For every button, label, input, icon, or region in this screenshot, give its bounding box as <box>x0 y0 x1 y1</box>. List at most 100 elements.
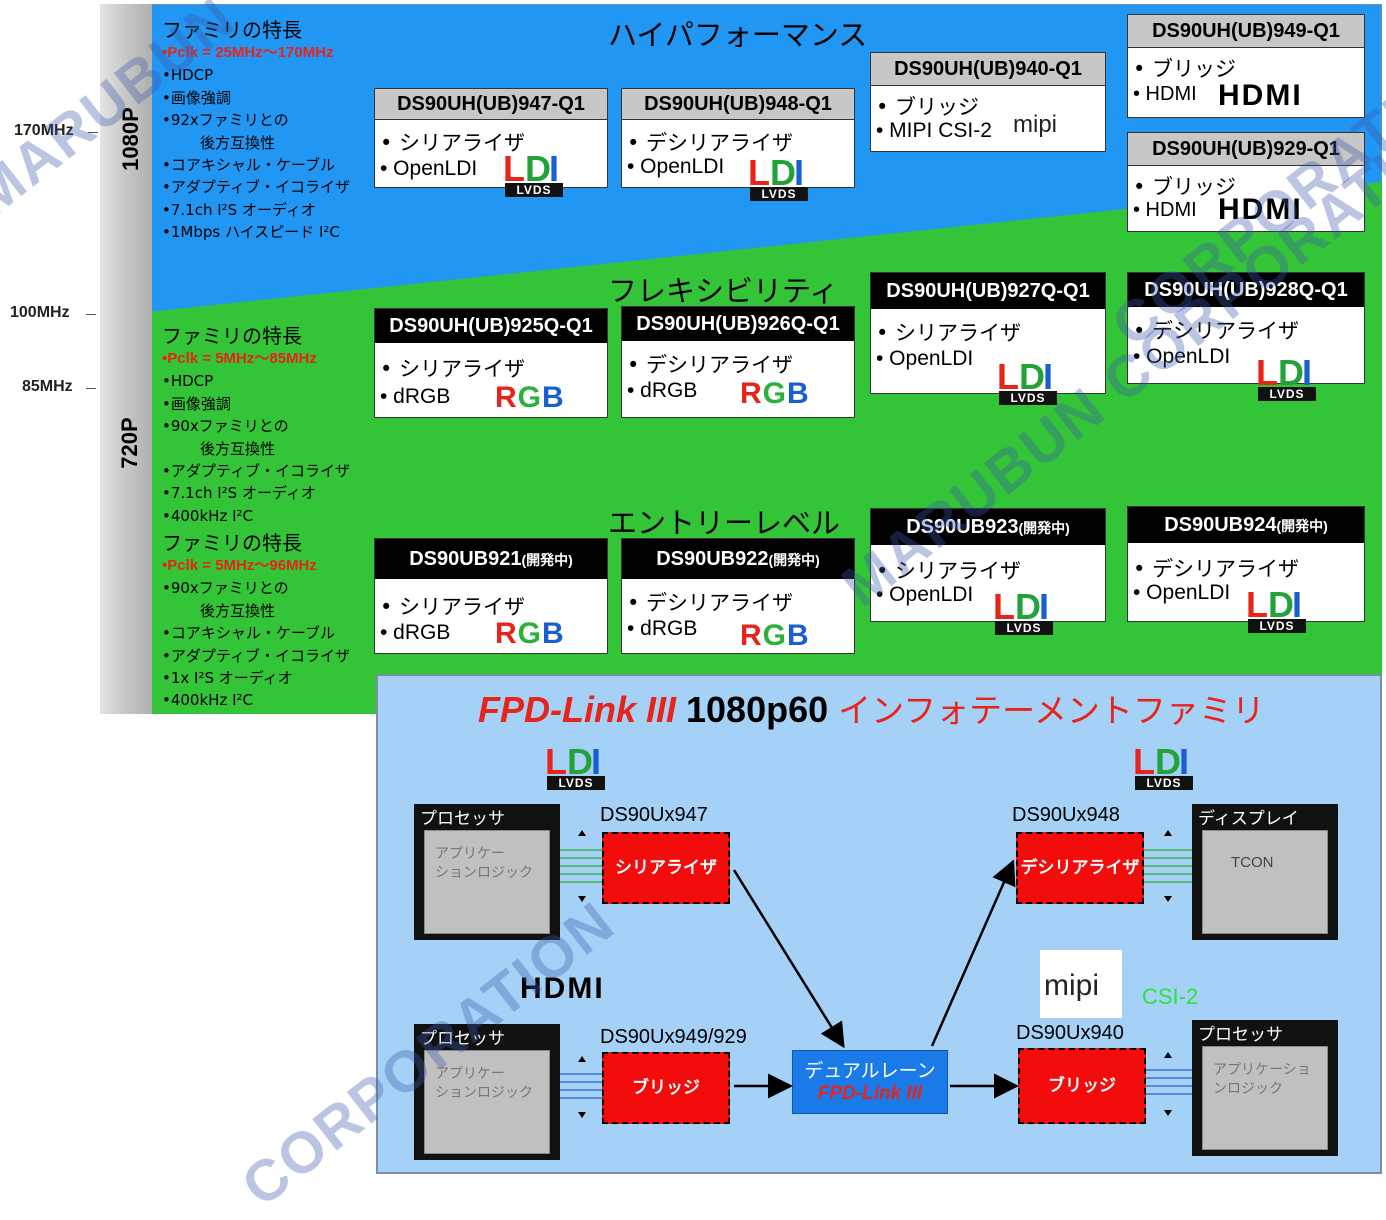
feature-item: 後方互換性 <box>200 601 276 620</box>
tier-high-performance: ハイパフォーマンス <box>608 18 868 52</box>
tcon-block: TCON <box>1202 830 1328 934</box>
feature-item: •コアキシャル・ケーブル <box>162 624 335 643</box>
feature-item: •画像強調 <box>162 88 231 107</box>
card-949[interactable]: DS90UH(UB)949-Q1 • ブリッジ • HDMI HDMI <box>1127 14 1365 118</box>
card-title: DS90UH(UB)940-Q1 <box>871 53 1105 86</box>
bridge-block-mipi: ブリッジ <box>1018 1048 1146 1124</box>
features-1080-pclk: •Pclk = 25MHz～170MHz <box>162 44 334 61</box>
hdmi-logo: HDMI <box>520 972 605 1005</box>
rgb-logo: RGB <box>740 377 810 410</box>
card-row-serializer: • シリアライザ <box>380 595 526 619</box>
mipi-logo: mipi <box>1013 111 1058 138</box>
features-720a-heading: ファミリの特長 <box>162 324 302 348</box>
freq-85-label: 85MHz <box>22 378 73 395</box>
card-row-deserializer: • デシリアライザ <box>627 591 794 615</box>
processor-chip-2: プロセッサ アプリケー ションロジック <box>414 1024 560 1160</box>
card-title: DS90UH(UB)925Q-Q1 <box>375 309 607 343</box>
feature-item: •画像強調 <box>162 394 231 413</box>
display-chip: ディスプレイ TCON <box>1192 804 1338 940</box>
panel-title: FPD-Link III 1080p60 インフォテーメントファミリ <box>478 689 1265 730</box>
feature-item: •90xファミリとの <box>162 579 289 598</box>
feature-item: •アダプティブ・イコライザ <box>162 646 350 665</box>
card-940[interactable]: DS90UH(UB)940-Q1 • ブリッジ • MIPI CSI-2 mip… <box>870 52 1106 152</box>
card-row-openldi: • OpenLDI <box>876 347 974 370</box>
card-921[interactable]: DS90UB921(開発中) • シリアライザ • dRGB RGB <box>374 538 608 654</box>
card-922[interactable]: DS90UB922(開発中) • デシリアライザ • dRGB RGB <box>621 538 855 654</box>
feature-item: •アダプティブ・イコライザ <box>162 462 350 481</box>
card-title: DS90UH(UB)948-Q1 <box>622 89 854 120</box>
serializer-block: シリアライザ <box>602 832 730 904</box>
card-row-deserializer: • デシリアライザ <box>627 131 794 155</box>
processor-app-logic: アプリケー ションロジック <box>424 1050 550 1154</box>
freq-100-label: 100MHz <box>10 304 70 321</box>
processor-app-logic: アプリケー ションロジック <box>424 830 550 934</box>
bridge-block-hdmi: ブリッジ <box>602 1052 730 1124</box>
feature-item: •7.1ch I²S オーディオ <box>162 200 316 219</box>
card-row-drgb: • dRGB <box>380 385 451 408</box>
card-row-drgb: • dRGB <box>380 621 451 644</box>
part-940-label: DS90Ux940 <box>1016 1022 1124 1044</box>
freq-170-tick <box>88 132 98 133</box>
rgb-logo: RGB <box>495 381 565 414</box>
feature-item: •92xファミリとの <box>162 111 289 130</box>
part-949-label: DS90Ux949/929 <box>600 1026 747 1048</box>
deserializer-block: デシリアライザ <box>1016 832 1144 904</box>
card-title: DS90UH(UB)926Q-Q1 <box>622 307 854 341</box>
tier-entry-level: エントリーレベル <box>608 506 841 540</box>
card-row-deserializer: • デシリアライザ <box>1133 557 1300 581</box>
card-row-drgb: • dRGB <box>627 617 698 640</box>
feature-item: •400kHz I²C <box>162 506 253 525</box>
card-row-openldi: • OpenLDI <box>380 157 478 180</box>
card-row-bridge: • ブリッジ <box>1133 57 1237 81</box>
card-row-hdmi: • HDMI <box>1133 199 1197 221</box>
processor-chip-3: プロセッサ アプリケーショ ンロジック <box>1192 1020 1338 1156</box>
card-title: DS90UH(UB)927Q-Q1 <box>871 273 1105 309</box>
feature-item: •アダプティブ・イコライザ <box>162 178 350 197</box>
hdmi-logo: HDMI <box>1218 193 1303 226</box>
rgb-logo: RGB <box>740 619 810 652</box>
card-row-serializer: • シリアライザ <box>380 357 526 381</box>
feature-item: •7.1ch I²S オーディオ <box>162 484 316 503</box>
card-title: DS90UB922(開発中) <box>622 539 854 579</box>
mipi-logo: mipi <box>1040 950 1122 1018</box>
card-row-bridge: • ブリッジ <box>876 95 980 119</box>
card-row-serializer: • シリアライザ <box>876 321 1022 345</box>
part-947-label: DS90Ux947 <box>600 804 708 826</box>
feature-item: 後方互換性 <box>200 439 276 458</box>
card-row-openldi: • OpenLDI <box>876 583 974 606</box>
features-1080-heading: ファミリの特長 <box>162 18 302 42</box>
card-title: DS90UB923(開発中) <box>871 509 1105 545</box>
feature-item: •90xファミリとの <box>162 417 289 436</box>
card-row-openldi: • OpenLDI <box>1133 581 1231 604</box>
card-title: DS90UH(UB)928Q-Q1 <box>1128 273 1364 307</box>
card-929[interactable]: DS90UH(UB)929-Q1 • ブリッジ • HDMI HDMI <box>1127 132 1365 232</box>
card-row-drgb: • dRGB <box>627 379 698 402</box>
card-row-serializer: • シリアライザ <box>876 559 1022 583</box>
card-row-openldi: • OpenLDI <box>627 155 725 178</box>
hdmi-logo: HDMI <box>1218 79 1303 112</box>
feature-item: •HDCP <box>162 372 214 391</box>
feature-item: 後方互換性 <box>200 133 276 152</box>
features-720b-pclk: •Pclk = 5MHz～96MHz <box>162 557 317 574</box>
dual-lane-link: デュアルレーン FPD-Link III <box>792 1050 948 1114</box>
card-title: DS90UB921(開発中) <box>375 539 607 579</box>
part-948-label: DS90Ux948 <box>1012 804 1120 826</box>
card-925[interactable]: DS90UH(UB)925Q-Q1 • シリアライザ • dRGB RGB <box>374 308 608 418</box>
rgb-logo: RGB <box>495 617 565 650</box>
card-926[interactable]: DS90UH(UB)926Q-Q1 • デシリアライザ • dRGB RGB <box>621 306 855 418</box>
card-title: DS90UH(UB)949-Q1 <box>1128 15 1364 48</box>
feature-item: •HDCP <box>162 66 214 85</box>
feature-item: •1x I²S オーディオ <box>162 669 293 688</box>
freq-170-label: 170MHz <box>14 122 74 139</box>
